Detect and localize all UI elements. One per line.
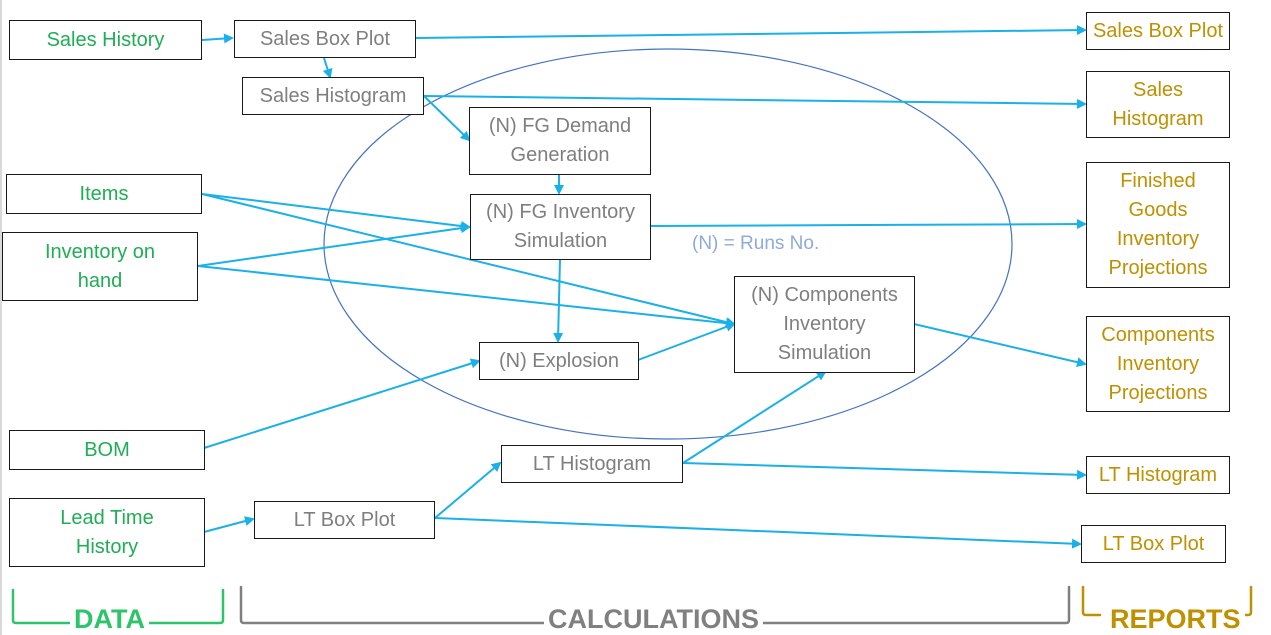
section-label-reports: REPORTS (1106, 604, 1245, 634)
box-label: Sales Histogram (259, 84, 407, 107)
calc-sales-histogram[interactable]: Sales Histogram (242, 77, 424, 115)
box-label: LT Histogram (532, 452, 652, 475)
edge-explosion-to-comp-sim (637, 322, 736, 361)
calc-components-inventory-simulation[interactable]: (N) Components Inventory Simulation (734, 276, 915, 373)
runs-note: (N) = Runs No. (692, 233, 820, 254)
edge-histogram-to-demand (423, 95, 471, 142)
edge-lt-box-to-lt-hist (434, 461, 502, 519)
edge-box-plot-to-histogram (322, 57, 333, 79)
edge-leadtime-to-lt-box (203, 516, 255, 533)
calc-lt-box-plot[interactable]: LT Box Plot (254, 501, 435, 539)
edge-fg-sim-to-explosion (553, 258, 564, 343)
section-label-data: DATA (70, 604, 149, 634)
edge-items-to-fg-sim (201, 193, 471, 231)
edge-sales-history-to-box-plot (201, 33, 234, 44)
edge-items-to-comp-sim (201, 193, 736, 327)
box-label: BOM (84, 438, 130, 461)
box-label: Sales Histogram (1112, 78, 1204, 130)
reports-bracket (1081, 585, 1253, 617)
box-label: Sales Box Plot (1092, 19, 1224, 42)
box-label: (N) FG Inventory Simulation (486, 201, 635, 252)
section-label-calculations: CALCULATIONS (544, 604, 763, 634)
data-inventory-on-hand[interactable]: Inventory on hand (2, 232, 198, 301)
box-label: (N) Explosion (498, 349, 620, 372)
report-fg-inventory-projections[interactable]: Finished Goods Inventory Projections (1086, 162, 1230, 288)
left-border (0, 0, 2, 635)
report-sales-box-plot[interactable]: Sales Box Plot (1086, 12, 1230, 50)
data-items[interactable]: Items (6, 174, 202, 214)
box-label: LT Box Plot (1102, 532, 1205, 555)
box-label: LT Box Plot (293, 508, 396, 531)
edge-inventory-to-comp-sim (197, 265, 736, 329)
data-sales-history[interactable]: Sales History (9, 20, 202, 60)
edge-lt-hist-to-comp-sim (682, 370, 827, 464)
box-label: Sales Box Plot (259, 27, 391, 50)
box-label: Items (79, 182, 129, 205)
calc-fg-inventory-simulation[interactable]: (N) FG Inventory Simulation (470, 194, 651, 260)
report-components-inventory-projections[interactable]: Components Inventory Projections (1086, 316, 1230, 412)
box-label: Inventory on hand (44, 240, 156, 292)
report-lt-histogram[interactable]: LT Histogram (1086, 456, 1230, 494)
calc-fg-demand-generation[interactable]: (N) FG Demand Generation (469, 107, 651, 175)
calc-explosion[interactable]: (N) Explosion (479, 342, 639, 380)
edge-histogram-to-report (423, 95, 1087, 109)
edge-lt-hist-to-report (682, 462, 1087, 480)
edge-fg-sim-to-report (649, 219, 1087, 230)
data-bom[interactable]: BOM (9, 430, 205, 470)
report-lt-box-plot[interactable]: LT Box Plot (1081, 525, 1226, 563)
calc-lt-histogram[interactable]: LT Histogram (501, 445, 683, 483)
box-label: (N) Components Inventory Simulation (751, 284, 898, 364)
edge-inventory-to-fg-sim (197, 223, 471, 267)
edge-comp-sim-to-report (913, 323, 1087, 368)
report-sales-histogram[interactable]: Sales Histogram (1086, 71, 1230, 138)
simulation-loop-ellipse (323, 48, 1013, 440)
calc-sales-box-plot[interactable]: Sales Box Plot (234, 20, 416, 58)
box-label: Sales History (46, 28, 165, 51)
box-label: LT Histogram (1098, 463, 1218, 486)
data-lead-time-history[interactable]: Lead Time History (9, 498, 205, 567)
edge-bom-to-explosion (203, 358, 481, 449)
edge-lt-box-to-report (434, 517, 1082, 549)
box-label: Lead Time History (60, 506, 154, 558)
box-label: Finished Goods Inventory Projections (1108, 170, 1208, 279)
box-label: (N) FG Demand Generation (488, 115, 632, 166)
box-label: Components Inventory Projections (1101, 323, 1215, 404)
edge-box-plot-to-report (414, 25, 1087, 39)
